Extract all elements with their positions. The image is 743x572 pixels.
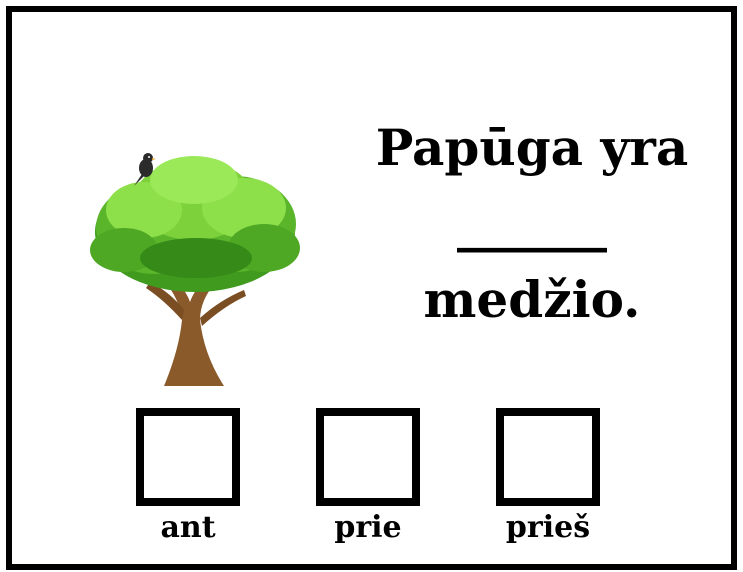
choice-pries-label: prieš	[505, 510, 591, 545]
fill-in-sentence: Papūga yra ______ medžio.	[342, 112, 722, 352]
choice-prie-checkbox[interactable]	[316, 408, 420, 506]
sentence-blank: ______	[457, 194, 607, 253]
choice-prie-label: prie	[334, 510, 402, 545]
tree-canopy	[90, 156, 300, 292]
parrot-icon	[134, 153, 156, 186]
choice-ant-label: ant	[160, 510, 216, 545]
worksheet-frame: Papūga yra ______ medžio. ant prie prieš	[6, 6, 737, 570]
tree-trunk	[164, 276, 224, 386]
choice-pries-checkbox[interactable]	[496, 408, 600, 506]
sentence-line-3: medžio.	[423, 270, 641, 329]
tree-with-parrot-image	[90, 153, 300, 386]
choice-ant: ant	[136, 408, 240, 545]
choice-prie: prie	[316, 408, 420, 545]
sentence-line-1: Papūga yra	[375, 118, 689, 177]
choice-ant-checkbox[interactable]	[136, 408, 240, 506]
choice-pries: prieš	[496, 408, 600, 545]
